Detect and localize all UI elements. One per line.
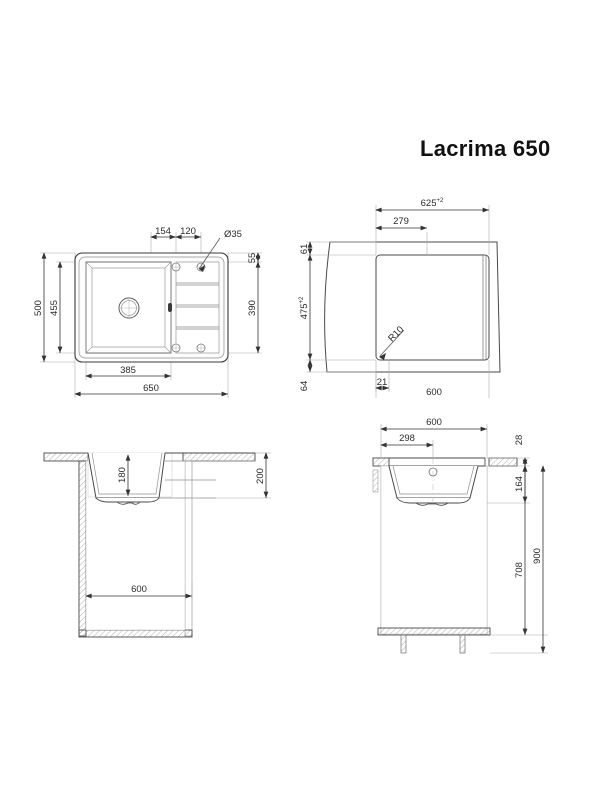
plan-leader-d35	[198, 237, 221, 272]
side-section-group: 600 298 28 164 708 900	[372, 417, 548, 654]
drainer-area-plan	[175, 261, 220, 354]
dim-side-164: 164	[514, 476, 525, 492]
plan-dimension-lines	[41, 234, 261, 397]
dim-plan-390: 390	[247, 300, 258, 316]
front-section-group: 180 200 600	[43, 452, 271, 638]
side-sink-section	[388, 457, 486, 506]
cutout-opening	[375, 254, 490, 361]
page-title: Lacrima 650	[420, 136, 551, 161]
dim-plan-diameter-35: Ø35	[224, 229, 242, 240]
dim-front-600: 600	[131, 584, 147, 595]
cutout-dimension-lines	[307, 207, 489, 391]
dim-side-708: 708	[514, 562, 525, 578]
cutout-view-group: 625+2 279 61 475+2 64 R10 21 600	[299, 198, 501, 398]
dim-cutout-625: 625+2	[421, 198, 444, 209]
dim-side-298: 298	[399, 433, 415, 444]
plan-view-group: 500 455 385 650 154 120 Ø35 55 390	[33, 226, 262, 398]
side-cabinet-legs	[400, 634, 466, 654]
dim-cutout-600: 600	[426, 387, 442, 398]
dim-plan-55: 55	[247, 253, 258, 264]
dim-cutout-475: 475+2	[299, 296, 310, 319]
front-sink-section	[87, 452, 255, 505]
dim-cutout-279: 279	[393, 216, 409, 227]
front-dimension-lines	[85, 452, 269, 599]
dim-side-900: 900	[532, 548, 543, 564]
cutout-radius-leader	[379, 329, 405, 360]
dim-plan-500: 500	[33, 300, 44, 316]
dim-plan-385: 385	[120, 365, 136, 376]
dim-cutout-21: 21	[377, 377, 388, 388]
dim-front-180: 180	[117, 467, 128, 483]
drainer-grooves	[176, 282, 219, 330]
cutout-extension-lines	[306, 205, 490, 398]
side-dimension-lines	[380, 426, 546, 653]
dim-side-600: 600	[426, 417, 442, 428]
dim-front-200: 200	[255, 468, 266, 484]
dim-side-28: 28	[514, 435, 525, 446]
dim-cutout-64: 64	[299, 381, 310, 392]
dim-plan-455: 455	[49, 300, 60, 316]
dim-plan-650: 650	[143, 383, 159, 394]
drain-hole-plan	[118, 297, 140, 319]
dim-cutout-61: 61	[299, 244, 310, 255]
dim-plan-154: 154	[155, 226, 171, 237]
dim-plan-120: 120	[180, 226, 196, 237]
overflow-slot-plan	[168, 303, 172, 312]
